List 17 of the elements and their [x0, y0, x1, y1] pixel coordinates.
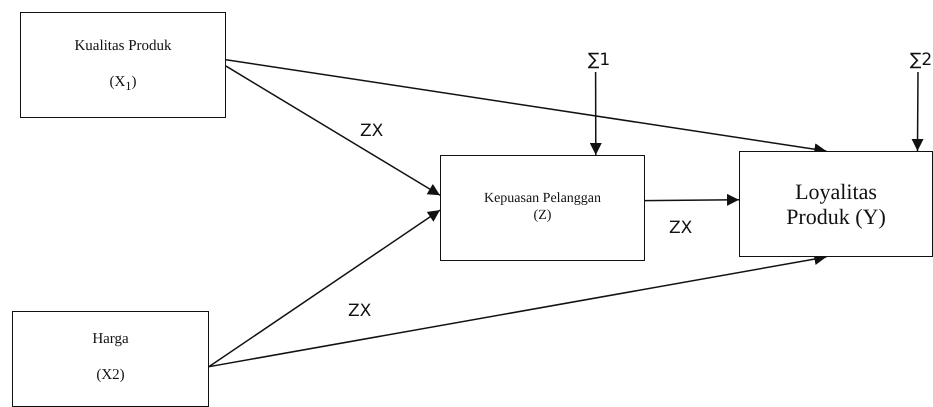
variable-box	[20, 12, 226, 118]
node-text: (X2)	[96, 366, 125, 384]
node-text: Kualitas Produk	[74, 36, 172, 54]
node-text: Loyalitas Produk (Y)	[785, 178, 887, 230]
arrow	[226, 65, 440, 196]
error-term-label: ∑2	[910, 50, 932, 70]
error-term-label: ∑1	[588, 50, 610, 70]
arrow	[912, 72, 924, 151]
variable-box	[440, 155, 645, 261]
arrow	[645, 194, 739, 206]
node-text: (X$_{1}$)	[109, 72, 137, 94]
variable-box	[12, 311, 209, 407]
arrow	[208, 210, 440, 368]
arrow	[590, 72, 602, 155]
variable-box	[739, 151, 933, 257]
node-text: Harga	[92, 330, 129, 348]
node-text: Kepuasan Pelanggan (Z)	[482, 191, 602, 225]
